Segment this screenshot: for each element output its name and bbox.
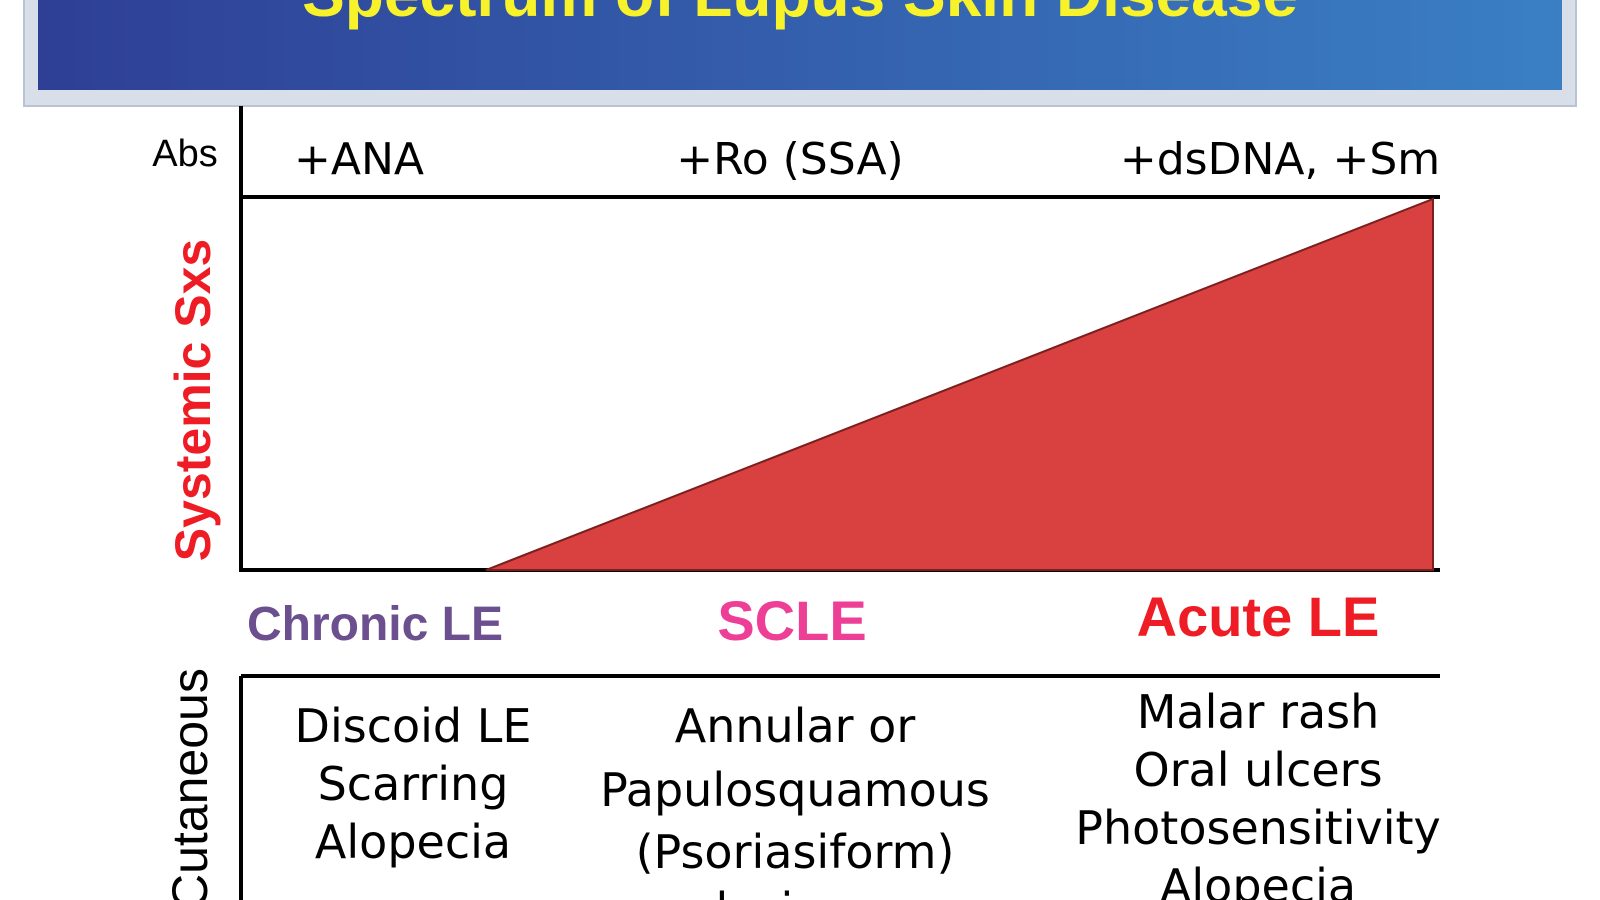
feature-oral-ulcers: Oral ulcers	[1133, 743, 1382, 797]
feature-alopecia-acute: Alopecia	[1160, 859, 1356, 900]
abs-label: Abs	[152, 133, 217, 175]
feature-discoid-le: Discoid LE	[295, 699, 532, 753]
systemic-sxs-label: Systemic Sxs	[165, 239, 221, 561]
page-title: Spectrum of Lupus Skin Disease	[302, 0, 1298, 30]
category-scle: SCLE	[717, 589, 866, 652]
category-acute-le: Acute LE	[1137, 585, 1380, 648]
antibody-dsdna-sm: +dsDNA, +Sm	[1120, 134, 1440, 185]
category-chronic-le: Chronic LE	[247, 598, 503, 651]
title-banner	[38, 0, 1562, 90]
feature-papulosquamous: Papulosquamous	[600, 763, 990, 817]
cutaneous-label: Cutaneous	[162, 668, 218, 900]
antibody-ro: +Ro (SSA)	[676, 134, 903, 185]
feature-psoriasiform: (Psoriasiform)	[636, 825, 955, 879]
feature-photosensitivity: Photosensitivity	[1075, 801, 1440, 855]
feature-alopecia-chronic: Alopecia	[315, 815, 511, 869]
feature-lesions: lesions	[715, 883, 874, 900]
systemic-symptoms-wedge	[485, 197, 1434, 571]
feature-annular: Annular or	[675, 699, 916, 753]
feature-scarring: Scarring	[318, 757, 509, 811]
antibody-ana: +ANA	[294, 134, 424, 185]
feature-malar-rash: Malar rash	[1137, 685, 1380, 739]
